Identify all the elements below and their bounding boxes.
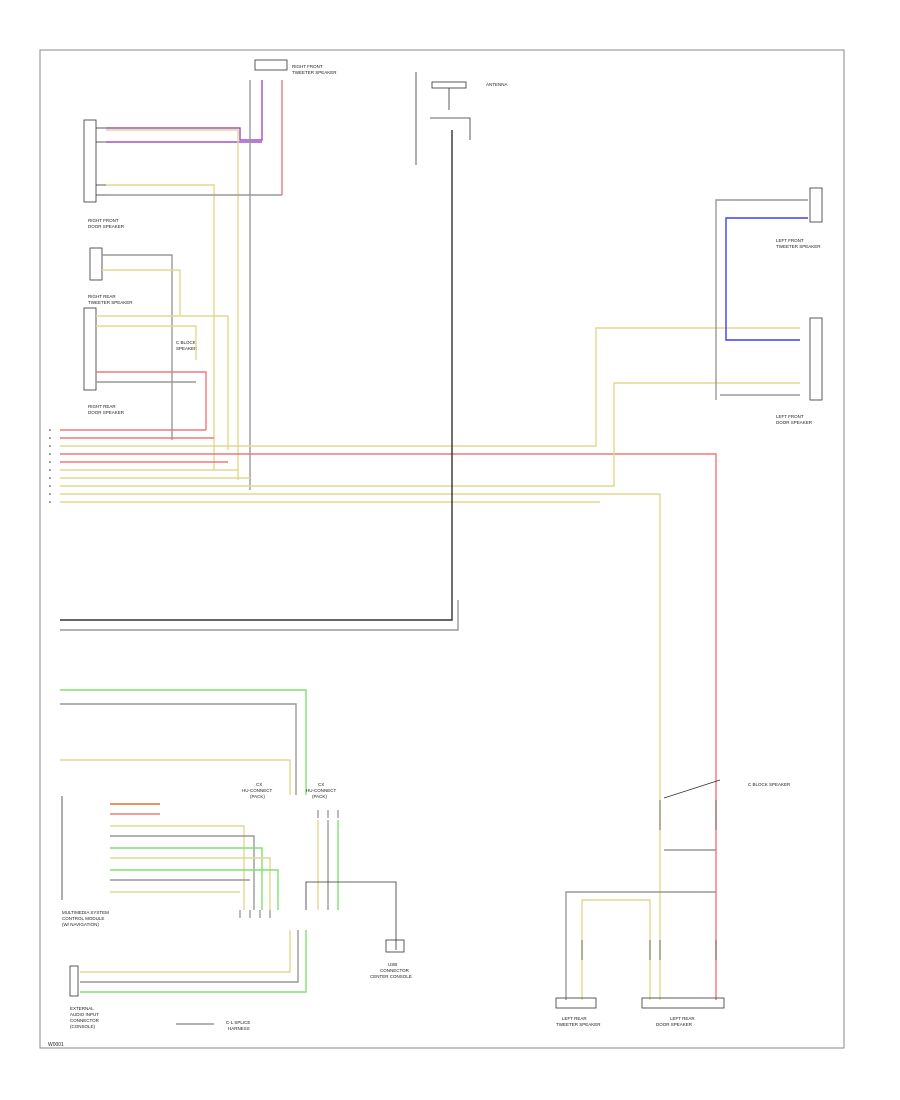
rr-tweeter-connector <box>89 247 103 281</box>
wire-gray-1 <box>60 703 297 795</box>
wire-lf-blue <box>725 217 808 341</box>
splice-label-1: C-L SPLICE <box>226 1020 250 1025</box>
connector-ticks <box>239 800 717 960</box>
lf-tweeter-label-1: LEFT FRONT <box>776 238 804 243</box>
rr-tweeter-label-2: TWEETER SPEAKER <box>88 300 133 305</box>
wire-lf-gray <box>715 199 808 400</box>
c-block-right-label: C BLOCK SPEAKER <box>748 782 791 787</box>
usb-label-1: USB <box>388 962 397 967</box>
external-audio-label-2: AUDIO INPUT <box>70 1012 99 1017</box>
lf-door-speaker-label-2: DOOR SPEAKER <box>776 420 813 425</box>
rf-tweeter-label-1: RIGHT FRONT <box>292 64 323 69</box>
external-audio-label-3: CONNECTOR <box>70 1018 100 1023</box>
usb-connector-outline <box>305 881 397 950</box>
multimedia-label-2: CONTROL MODULE <box>62 916 104 921</box>
external-audio-label-1: EXTERNAL <box>70 1006 94 1011</box>
multimedia-label-1: MULTIMEDIA SYSTEM <box>62 910 109 915</box>
main-bus <box>60 327 800 1000</box>
diagram-frame <box>39 49 845 1049</box>
wire-yellow-1 <box>60 759 291 795</box>
pack-2-label-1: CX <box>318 782 324 787</box>
wire-rr-yellow-3 <box>96 325 197 360</box>
multimedia-module-wires <box>110 803 279 910</box>
antenna-cable-2 <box>60 600 459 631</box>
rf-tweeter-connector <box>254 59 288 71</box>
lr-door-speaker-label-2: DOOR SPEAKER <box>656 1022 693 1027</box>
lf-door-speaker-connector <box>809 317 823 401</box>
antenna-cable <box>60 130 453 621</box>
rr-door-speaker-connector <box>83 307 97 391</box>
pack-1-label-3: (PACK) <box>250 794 265 799</box>
wire-rf-purple <box>106 80 263 141</box>
external-audio-label-4: (CONSOLE) <box>70 1024 96 1029</box>
multimedia-label-3: (W/ NAVIGATION) <box>62 922 99 927</box>
lr-tweeter-label-2: TWEETER SPEAKER <box>556 1022 601 1027</box>
wire-green-1 <box>60 689 307 795</box>
wire-rf-yellow-1 <box>106 129 239 480</box>
lf-door-speaker-label-1: LEFT FRONT <box>776 414 804 419</box>
lf-tweeter-connector <box>809 187 823 223</box>
pack-2-label-2: HU-CONNECT <box>306 788 336 793</box>
splice-label-2: HARNESS <box>228 1026 250 1031</box>
wire-rr-yellow-2 <box>96 315 229 450</box>
usb-connector <box>385 939 405 953</box>
lr-tweeter-connector <box>555 997 597 1009</box>
pack-1-label-1: CX <box>256 782 262 787</box>
rr-tweeter-label-1: RIGHT REAR <box>88 294 116 299</box>
bus-pin-markers <box>49 429 51 503</box>
c-block-label-1: C BLOCK <box>176 340 196 345</box>
wire-rr-yellow <box>102 269 181 315</box>
lr-tweeter-label-1: LEFT REAR <box>562 1016 587 1021</box>
wire-rf-yellow-2 <box>106 184 215 470</box>
antenna-head <box>431 81 467 89</box>
wire-lr-frame <box>565 891 716 1000</box>
pack-1-label-2: HU-CONNECT <box>242 788 272 793</box>
wire-rr-red <box>96 371 207 430</box>
c-block-label-2: SPEAKER <box>176 346 198 351</box>
rr-door-speaker-label-2: DOOR SPEAKER <box>88 410 125 415</box>
wire-lr-yellow <box>581 899 651 1000</box>
rf-door-speaker-label-2: DOOR SPEAKER <box>88 224 125 229</box>
rr-door-speaker-label-1: RIGHT REAR <box>88 404 116 409</box>
rf-tweeter-label-2: TWEETER SPEAKER <box>292 70 337 75</box>
external-audio-connector <box>69 965 79 997</box>
antenna-label: ANTENNA <box>486 82 508 87</box>
external-audio-wires <box>80 930 307 993</box>
footer-code: W0001 <box>48 1042 64 1048</box>
rf-door-speaker-connector <box>83 119 97 203</box>
pack-2-label-3: (PACK) <box>312 794 327 799</box>
wire-rr-gray <box>102 254 173 440</box>
usb-label-3: CENTER CONSOLE <box>370 974 412 979</box>
lf-tweeter-label-2: TWEETER SPEAKER <box>776 244 821 249</box>
lr-door-speaker-connector <box>641 997 725 1009</box>
lr-door-speaker-label-1: LEFT REAR <box>670 1016 695 1021</box>
rf-door-speaker-label-1: RIGHT FRONT <box>88 218 119 223</box>
usb-label-2: CONNECTOR <box>380 968 410 973</box>
